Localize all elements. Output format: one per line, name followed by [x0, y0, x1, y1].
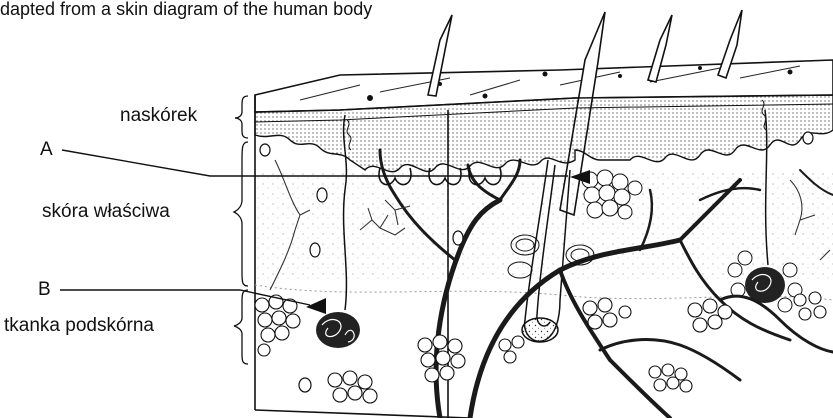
- brace-epidermis: [235, 96, 248, 138]
- label-pointer-b: B: [38, 280, 51, 299]
- label-epidermis: naskórek: [120, 106, 197, 125]
- brace-dermis: [234, 142, 248, 286]
- fat-cluster-4: [583, 298, 631, 329]
- brace-hypodermis: [234, 290, 248, 364]
- fat-cluster-2: [418, 335, 465, 382]
- fat-cluster-6: [499, 336, 524, 363]
- fat-cluster-3: [328, 371, 377, 403]
- label-dermis: skóra właściwa: [42, 202, 170, 221]
- fat-cluster-7: [649, 364, 692, 392]
- fat-cluster-1: [255, 295, 300, 356]
- fat-cluster-8: [794, 292, 826, 320]
- intro-text: dapted from a skin diagram of the human …: [0, 0, 372, 18]
- label-hypodermis: tkanka podskórna: [4, 316, 154, 335]
- label-pointer-a: A: [40, 140, 53, 159]
- layer-braces: [234, 96, 248, 364]
